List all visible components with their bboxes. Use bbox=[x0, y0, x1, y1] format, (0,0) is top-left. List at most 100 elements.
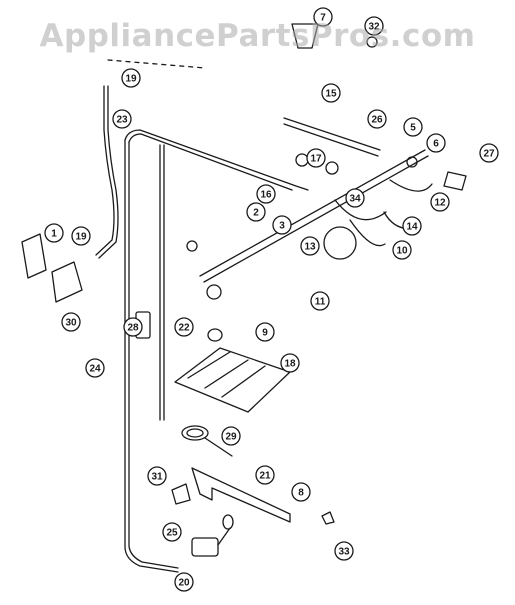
callout-bubble bbox=[123, 317, 143, 337]
callout-23: 23 bbox=[112, 109, 132, 129]
callout-bubble bbox=[61, 312, 81, 332]
tube-14 bbox=[334, 199, 387, 221]
valve-25-ring bbox=[222, 514, 234, 530]
callout-bubble bbox=[367, 109, 387, 129]
callout-8: 8 bbox=[291, 482, 311, 502]
callout-number: 16 bbox=[260, 190, 272, 201]
callout-2: 2 bbox=[246, 202, 266, 222]
callout-number: 32 bbox=[368, 22, 380, 33]
valve-knob-b bbox=[206, 284, 222, 300]
callout-bubble bbox=[430, 192, 450, 212]
callout-7: 7 bbox=[313, 7, 333, 27]
valve-25 bbox=[191, 537, 219, 557]
callout-19: 19 bbox=[71, 226, 91, 246]
callout-number: 10 bbox=[396, 246, 408, 257]
callout-number: 20 bbox=[178, 578, 190, 589]
callout-bubble bbox=[300, 236, 320, 256]
oven-burner-8 bbox=[191, 467, 291, 523]
broil-pan bbox=[174, 347, 291, 413]
callout-bubble bbox=[334, 541, 354, 561]
part-31 bbox=[171, 483, 191, 505]
callout-24: 24 bbox=[85, 358, 105, 378]
callout-number: 34 bbox=[349, 194, 361, 205]
top-manifold-tube bbox=[124, 129, 309, 191]
callout-11: 11 bbox=[310, 291, 330, 311]
valve-knob-e bbox=[406, 156, 418, 168]
callout-bubble bbox=[71, 226, 91, 246]
callout-layer: 1235678910111213141516171819192021222324… bbox=[44, 7, 499, 592]
main-manifold bbox=[199, 149, 426, 277]
dashed-guide bbox=[107, 59, 206, 69]
callout-number: 3 bbox=[279, 221, 285, 232]
callout-17: 17 bbox=[306, 148, 326, 168]
callout-number: 27 bbox=[483, 149, 495, 160]
callout-33: 33 bbox=[334, 541, 354, 561]
callout-number: 33 bbox=[338, 547, 350, 558]
callout-bubble bbox=[174, 572, 194, 592]
callout-number: 14 bbox=[406, 222, 418, 233]
regulator-bracket bbox=[21, 233, 47, 279]
callout-number: 2 bbox=[253, 208, 259, 219]
callout-15: 15 bbox=[321, 83, 341, 103]
igniter-wire bbox=[204, 437, 233, 457]
callout-bubble bbox=[291, 482, 311, 502]
callout-bubble bbox=[479, 143, 499, 163]
callout-10: 10 bbox=[392, 240, 412, 260]
callout-bubble bbox=[306, 148, 326, 168]
callout-bubble bbox=[402, 216, 422, 236]
callout-34: 34 bbox=[345, 188, 365, 208]
part-20-ring bbox=[207, 328, 223, 342]
callout-13: 13 bbox=[300, 236, 320, 256]
callout-bubble bbox=[255, 465, 275, 485]
callout-18: 18 bbox=[280, 353, 300, 373]
callout-26: 26 bbox=[367, 109, 387, 129]
callout-16: 16 bbox=[256, 184, 276, 204]
callout-number: 22 bbox=[178, 323, 190, 334]
callout-number: 23 bbox=[116, 115, 128, 126]
callout-bubble bbox=[246, 202, 266, 222]
callout-number: 19 bbox=[75, 232, 87, 243]
callout-bubble bbox=[392, 240, 412, 260]
callout-bubble bbox=[255, 322, 275, 342]
igniter-coil-inner bbox=[186, 428, 204, 438]
broil-rib-1 bbox=[187, 351, 231, 379]
tube-23-inner bbox=[98, 85, 119, 259]
regulator-30 bbox=[51, 261, 83, 303]
callout-21: 21 bbox=[255, 465, 275, 485]
callout-number: 30 bbox=[65, 318, 77, 329]
broil-rib-2 bbox=[204, 359, 249, 389]
callout-bubble bbox=[85, 358, 105, 378]
callout-number: 5 bbox=[410, 123, 416, 134]
callout-number: 24 bbox=[89, 364, 101, 375]
callout-bubble bbox=[310, 291, 330, 311]
callout-number: 31 bbox=[151, 472, 163, 483]
callout-bubble bbox=[345, 188, 365, 208]
callout-9: 9 bbox=[255, 322, 275, 342]
callout-28: 28 bbox=[123, 317, 143, 337]
callout-number: 21 bbox=[259, 471, 271, 482]
broil-rib-3 bbox=[221, 365, 266, 398]
callout-bubble bbox=[313, 7, 333, 27]
callout-22: 22 bbox=[174, 317, 194, 337]
callout-bubble bbox=[364, 16, 384, 36]
callout-bubble bbox=[321, 83, 341, 103]
callout-number: 7 bbox=[320, 13, 326, 24]
callout-number: 13 bbox=[304, 242, 316, 253]
thermostat-wire bbox=[349, 219, 386, 247]
part-33 bbox=[321, 511, 335, 525]
callout-number: 9 bbox=[262, 328, 268, 339]
part-13-disc bbox=[323, 226, 357, 260]
callout-bubble bbox=[221, 426, 241, 446]
callout-20: 20 bbox=[174, 572, 194, 592]
callout-bubble bbox=[256, 184, 276, 204]
callout-bubble bbox=[162, 522, 182, 542]
left-vertical-tube bbox=[124, 139, 179, 573]
callout-bubble bbox=[272, 215, 292, 235]
callout-3: 3 bbox=[272, 215, 292, 235]
callout-number: 6 bbox=[433, 139, 439, 150]
callout-5: 5 bbox=[403, 117, 423, 137]
callout-number: 11 bbox=[315, 297, 326, 308]
callout-1: 1 bbox=[44, 223, 64, 243]
